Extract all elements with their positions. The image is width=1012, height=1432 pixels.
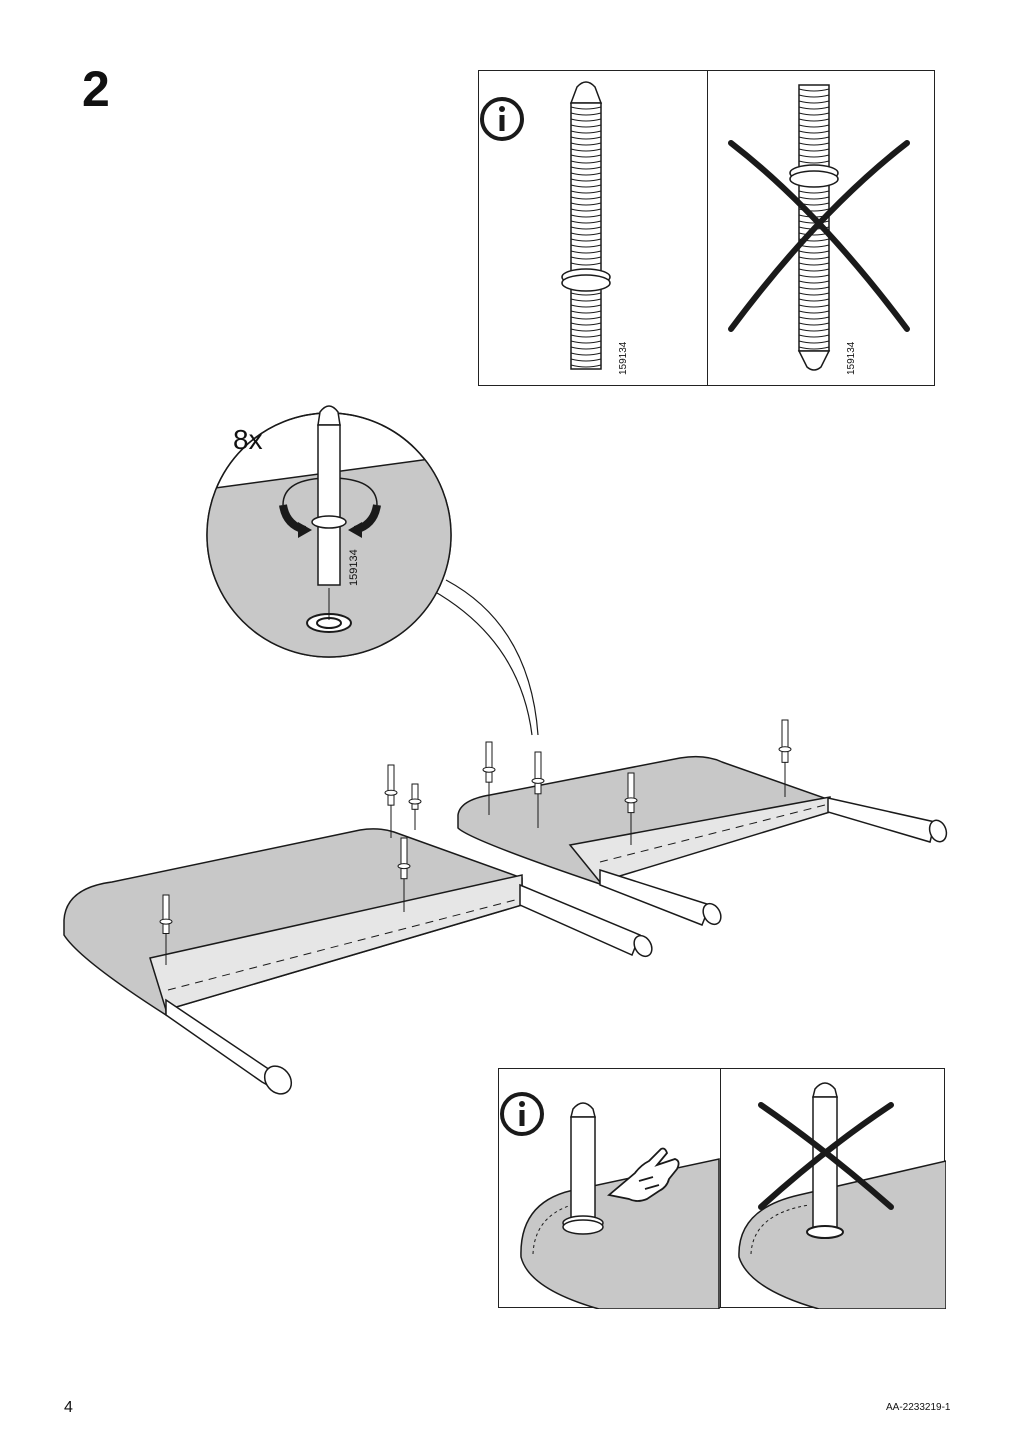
info-panel-bottom [498, 1068, 946, 1309]
bolt-icon [384, 764, 398, 838]
hand-pointing-icon [606, 1147, 680, 1202]
step-number: 2 [82, 61, 110, 117]
info-icon [500, 1092, 544, 1136]
correct-bolt-illustration [561, 81, 611, 370]
info-panel-top: 159134 159134 [478, 70, 935, 386]
info-panel-top-art [480, 81, 910, 371]
page-number: 4 [64, 1399, 73, 1416]
panel-divider [720, 1069, 721, 1307]
detail-connector [431, 589, 533, 736]
bolt-icon [778, 719, 792, 797]
cross-mark-icon [728, 140, 910, 332]
part-code-detail: 159134 [348, 549, 360, 586]
bolt-icon [482, 741, 496, 815]
correct-bolt-illustration [562, 1102, 604, 1235]
cross-mark-icon [758, 1102, 894, 1210]
bolt-icon [531, 751, 545, 828]
panel-divider [707, 71, 708, 385]
bolt-icon [624, 772, 638, 845]
bolt-icon [408, 783, 422, 830]
right-table-section [457, 755, 948, 926]
info-panel-bottom-art [500, 1082, 946, 1309]
quantity-label: 8x [233, 424, 263, 455]
bolt-icon [159, 894, 173, 965]
bolt-icon [397, 837, 411, 912]
bolt-set [159, 719, 792, 965]
document-id: AA-2233219-1 [886, 1402, 951, 1413]
info-icon [480, 97, 524, 141]
